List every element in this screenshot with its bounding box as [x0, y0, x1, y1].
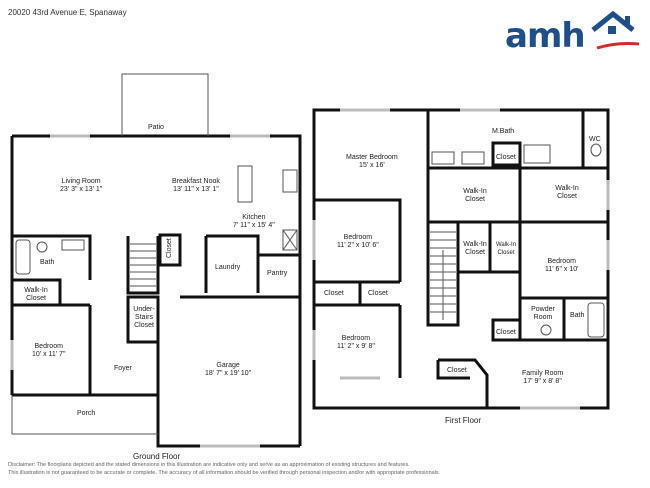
room-closet-b: Closet — [368, 290, 388, 297]
disclaimer-line-1: Disclaimer: The floorplans depicted and … — [8, 462, 410, 468]
room-laundry: Laundry — [215, 264, 241, 271]
room-walk-in-closet-4: Walk-In Closet — [495, 242, 517, 256]
room-closet-a: Closet — [324, 290, 344, 297]
room-master-bath: M.Bath — [492, 128, 515, 135]
room-porch: Porch — [77, 410, 96, 417]
room-closet-c: Closet — [496, 329, 516, 336]
room-foyer: Foyer — [114, 365, 132, 372]
room-closet-d: Closet — [447, 367, 467, 374]
stair-treads — [130, 243, 156, 287]
ground-windows — [10, 134, 270, 448]
first-floor-thin-lines — [430, 143, 605, 338]
room-wc: WC — [589, 136, 601, 143]
room-bath-upper: Bath — [570, 312, 585, 319]
first-floor-windows — [312, 108, 610, 410]
amh-logo: amh — [505, 8, 640, 56]
room-under-stairs-closet: Under-Stairs Closet — [133, 306, 155, 329]
ground-floor-caption: Ground Floor — [133, 452, 181, 461]
room-closet-master: Closet — [496, 154, 516, 161]
ground-floor-thin-lines — [11, 73, 298, 435]
first-floor-walls — [312, 108, 610, 410]
room-walk-in-closet-2: Walk-In Closet — [555, 185, 579, 200]
first-floor-caption: First Floor — [445, 416, 481, 425]
room-walk-in-closet-1: Walk-In Closet — [463, 188, 487, 203]
room-walk-in-closet-ground: Walk-In Closet — [24, 287, 48, 302]
room-closet-ground: Closet — [166, 238, 173, 258]
disclaimer-line-2: This illustration is not guaranteed to b… — [8, 470, 441, 476]
room-powder-room: Powder Room — [531, 306, 555, 321]
room-patio: Patio — [148, 124, 164, 131]
room-walk-in-closet-3: Walk-In Closet — [463, 241, 487, 256]
room-bath-ground: Bath — [40, 259, 55, 266]
logo-wordmark: amh — [505, 16, 586, 56]
house-roof-icon — [591, 10, 640, 50]
property-address: 20020 43rd Avenue E, Spanaway — [8, 8, 127, 17]
room-pantry: Pantry — [267, 270, 288, 277]
